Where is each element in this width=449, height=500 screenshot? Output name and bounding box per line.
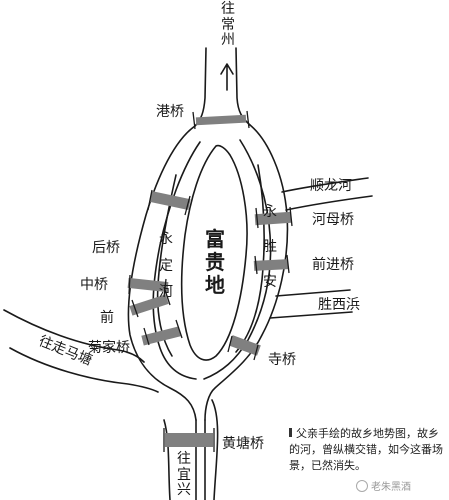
label-qian: 前 xyxy=(100,310,114,326)
qian-bridge-bar xyxy=(129,294,169,316)
label-yongding-river: 永定河 xyxy=(159,231,173,301)
watermark: 老朱黑酒 xyxy=(356,478,411,493)
label-gang-bridge: 港桥 xyxy=(156,104,184,120)
inner-loop-east xyxy=(203,139,272,380)
label-hou-bridge: 后桥 xyxy=(92,240,120,256)
label-fuguidi: 富贵地 xyxy=(205,227,225,297)
hou-bridge-bar xyxy=(149,190,191,211)
island-fuguidi xyxy=(180,144,248,361)
jujia-bridge-bar xyxy=(141,326,181,346)
shunlong-river-south-bank xyxy=(285,195,373,211)
gang-bridge-bar xyxy=(195,114,247,126)
label-to-changzhou: 往常州 xyxy=(221,1,235,49)
label-si-bridge: 寺桥 xyxy=(268,352,296,368)
south-canal-left-outer xyxy=(163,419,171,500)
caption-text: 父亲手绘的故乡地势图，故乡的河，曾纵横交错，如今这番场景，已然消失。 xyxy=(289,427,443,472)
shunlong-river-north-bank xyxy=(281,177,369,193)
label-jujia-bridge: 菊家桥 xyxy=(88,340,130,356)
label-yongsheng-an: 永胜安 xyxy=(263,204,277,290)
map-caption: 父亲手绘的故乡地势图，故乡的河，曾纵横交错，如今这番场景，已然消失。 xyxy=(289,426,447,474)
zoumatang-river-south-bank xyxy=(9,347,159,393)
wechat-icon xyxy=(356,480,368,492)
zhong-bridge-bar xyxy=(127,277,169,293)
hemu-bridge-bar xyxy=(254,211,292,226)
east-channel-inner xyxy=(235,164,265,353)
label-to-yixing: 往宜兴 xyxy=(177,451,191,499)
south-canal-right-outer xyxy=(211,399,219,500)
north-canal-left-bank xyxy=(194,47,207,127)
watermark-text: 老朱黑酒 xyxy=(371,482,411,493)
label-qianjin-bridge: 前进桥 xyxy=(312,257,354,273)
zoumatang-river-north-bank xyxy=(3,309,145,363)
label-shunlong-river: 顺龙河 xyxy=(310,178,352,194)
qianjin-bridge-bar xyxy=(253,259,289,271)
label-shengxi-bang: 胜西浜 xyxy=(318,297,360,313)
label-huangtang-bridge: 黄塘桥 xyxy=(222,436,264,452)
arrow-up-icon xyxy=(220,63,234,91)
outer-east-bank xyxy=(204,124,289,421)
si-bridge-bar xyxy=(228,335,261,356)
north-canal-right-bank xyxy=(235,47,251,126)
label-zhong-bridge: 中桥 xyxy=(80,277,108,293)
huangtang-bridge-bar xyxy=(165,433,213,447)
label-hemu-bridge: 河母桥 xyxy=(312,212,354,228)
shengxi-bang-north-bank xyxy=(275,289,351,297)
caption-marker xyxy=(289,428,292,437)
outer-west-bank xyxy=(127,125,197,421)
shengxi-bang-south-bank xyxy=(269,311,353,319)
